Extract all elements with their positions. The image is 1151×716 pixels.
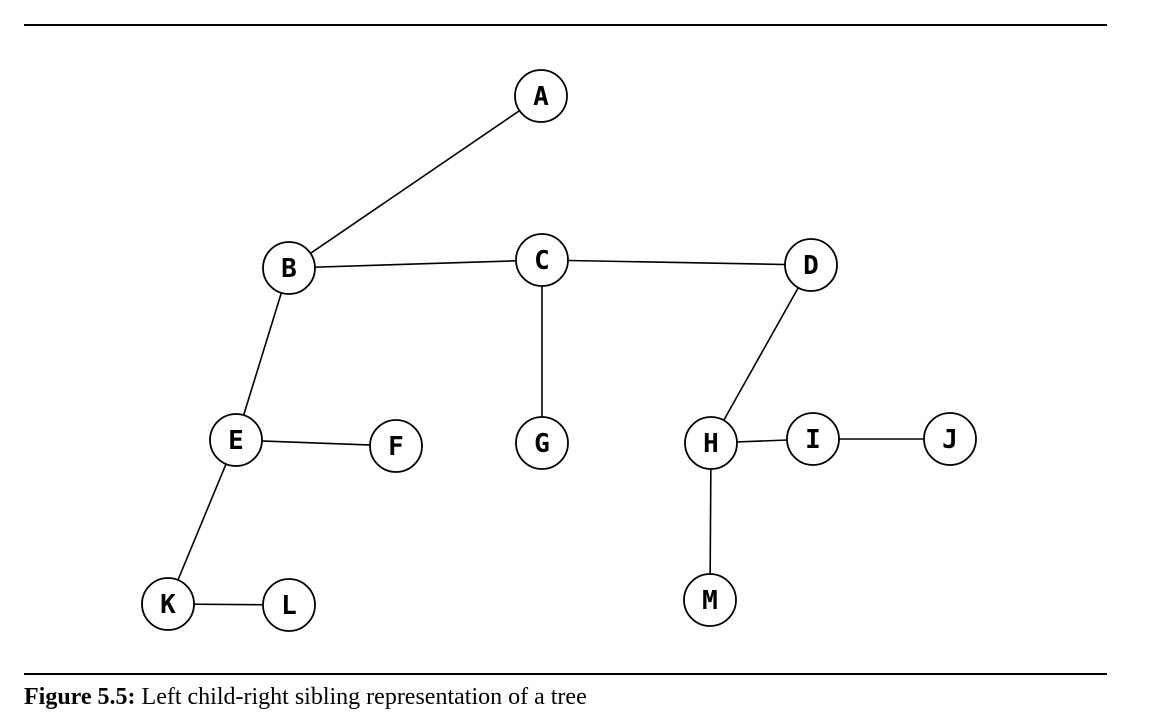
edge-d-h [710, 264, 812, 444]
node-m: M [683, 573, 737, 627]
top-rule [24, 24, 1107, 26]
node-f: F [369, 419, 423, 473]
node-label: M [702, 586, 718, 616]
edge-a-b [288, 95, 542, 269]
node-j: J [923, 412, 977, 466]
node-label: C [534, 246, 550, 276]
node-circle [684, 416, 738, 470]
node-circle [784, 238, 838, 292]
node-b: B [262, 241, 316, 295]
bottom-rule [24, 673, 1107, 675]
node-c: C [515, 233, 569, 287]
node-label: E [228, 426, 244, 456]
node-label: I [805, 425, 821, 455]
figure-caption: Figure 5.5: Left child-right sibling rep… [24, 684, 587, 711]
edge-b-c [288, 259, 543, 269]
node-l: L [262, 578, 316, 632]
edge-e-k [167, 439, 237, 605]
node-circle [262, 241, 316, 295]
node-circle [923, 412, 977, 466]
node-circle [683, 573, 737, 627]
node-label: K [160, 590, 176, 620]
node-label: G [534, 429, 550, 459]
node-circle [515, 416, 569, 470]
node-label: J [942, 425, 958, 455]
node-label: H [703, 429, 719, 459]
node-label: L [281, 591, 297, 621]
node-circle [514, 69, 568, 123]
node-h: H [684, 416, 738, 470]
node-circle [786, 412, 840, 466]
node-k: K [141, 577, 195, 631]
edges-layer [167, 95, 950, 606]
node-circle [515, 233, 569, 287]
node-a: A [514, 69, 568, 123]
node-label: F [388, 432, 404, 462]
node-circle [141, 577, 195, 631]
edge-c-d [541, 259, 812, 266]
node-circle [209, 413, 263, 467]
node-d: D [784, 238, 838, 292]
node-circle [369, 419, 423, 473]
node-circle [262, 578, 316, 632]
caption-text: Left child-right sibling representation … [135, 684, 587, 710]
nodes-layer: A B C D E F G H I J K L M [141, 69, 977, 632]
node-i: I [786, 412, 840, 466]
node-label: B [281, 254, 297, 284]
node-label: A [533, 82, 549, 112]
node-g: G [515, 416, 569, 470]
node-label: D [803, 251, 819, 281]
figure-label: Figure 5.5: [24, 684, 136, 710]
edge-b-e [235, 267, 290, 441]
node-e: E [209, 413, 263, 467]
